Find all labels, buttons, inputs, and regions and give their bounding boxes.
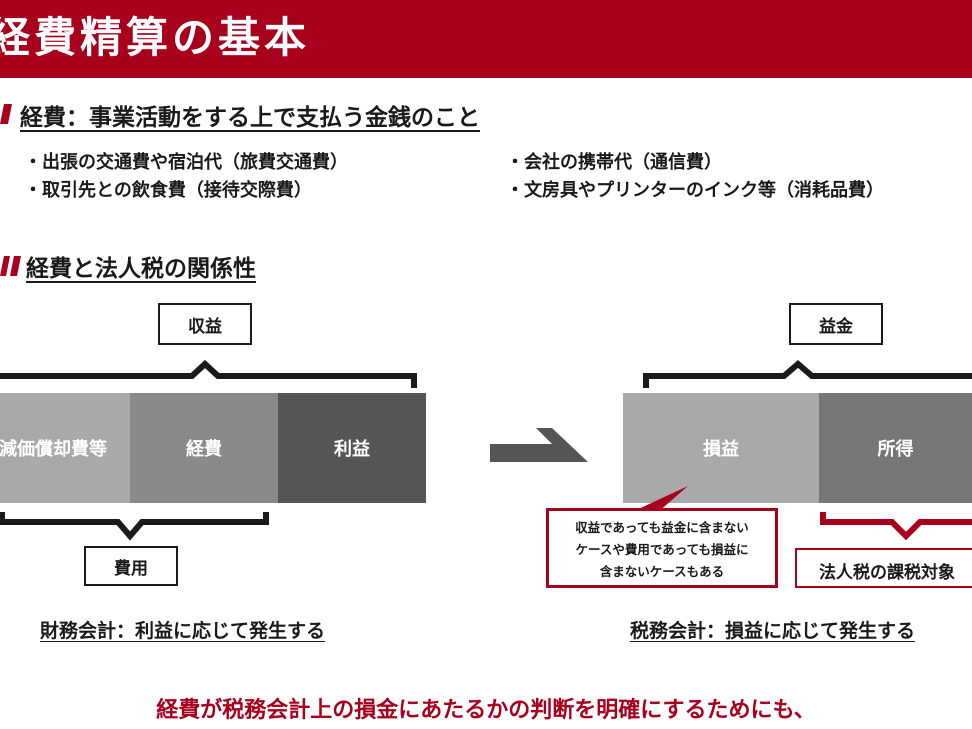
title-bar: 経費精算の基本 bbox=[0, 0, 972, 78]
cost-label: 費用 bbox=[84, 546, 178, 586]
page-title: 経費精算の基本 bbox=[0, 13, 311, 62]
income-block: 所得 bbox=[819, 393, 972, 503]
loss-label: 損益 bbox=[703, 439, 739, 460]
taxable-bracket bbox=[820, 512, 972, 541]
bottom-statement: 経費が税務会計上の損金にあたるかの判断を明確にするためにも、 bbox=[156, 698, 816, 723]
arrow-right-icon bbox=[490, 428, 588, 462]
revenue-label: 収益 bbox=[158, 303, 252, 345]
expense-label: 経費 bbox=[186, 439, 222, 460]
note-line: 収益であっても益金に含まない bbox=[575, 520, 749, 535]
loss-block: 損益 bbox=[623, 393, 819, 503]
bullet-item: ・文房具やプリンターのインク等（消耗品費） bbox=[506, 180, 884, 201]
tax-caption: 税務会計：損益に応じて発生する bbox=[630, 620, 916, 642]
bullet-item: ・会社の携帯代（通信費） bbox=[506, 152, 722, 173]
corporate-tax-label: 法人税の課税対象 bbox=[795, 548, 972, 588]
section-heading-relationship: 経費と法人税の関係性 bbox=[26, 256, 256, 282]
profit-block: 利益 bbox=[278, 393, 426, 503]
income-label: 所得 bbox=[877, 439, 914, 460]
profit-label: 利益 bbox=[334, 439, 370, 460]
note-line: ケースや費用であっても損益に bbox=[575, 542, 749, 557]
expense-block: 経費 bbox=[130, 393, 278, 503]
financial-caption: 財務会計：利益に応じて発生する bbox=[40, 620, 326, 642]
section-heading-expenses: 経費：事業活動をする上で支払う金銭のこと bbox=[20, 105, 480, 131]
section-marker-icon bbox=[0, 256, 21, 276]
section-marker-icon bbox=[0, 104, 12, 124]
note-line: 含まないケースもある bbox=[599, 564, 725, 579]
taxable-revenue-bracket bbox=[643, 360, 972, 388]
bullet-item: ・出張の交通費や宿泊代（旅費交通費） bbox=[24, 152, 348, 173]
note-callout: 収益であっても益金に含まない ケースや費用であっても損益に 含まないケースもある bbox=[546, 508, 778, 588]
depreciation-block: 減価償却費等 bbox=[0, 393, 130, 503]
revenue-bracket bbox=[0, 359, 417, 388]
depreciation-label: 減価償却費等 bbox=[0, 439, 107, 460]
cost-bracket bbox=[0, 512, 269, 541]
callout-pointer bbox=[632, 486, 688, 512]
taxable-revenue-label: 益金 bbox=[789, 303, 883, 345]
bullet-item: ・取引先との飲食費（接待交際費） bbox=[24, 180, 312, 201]
